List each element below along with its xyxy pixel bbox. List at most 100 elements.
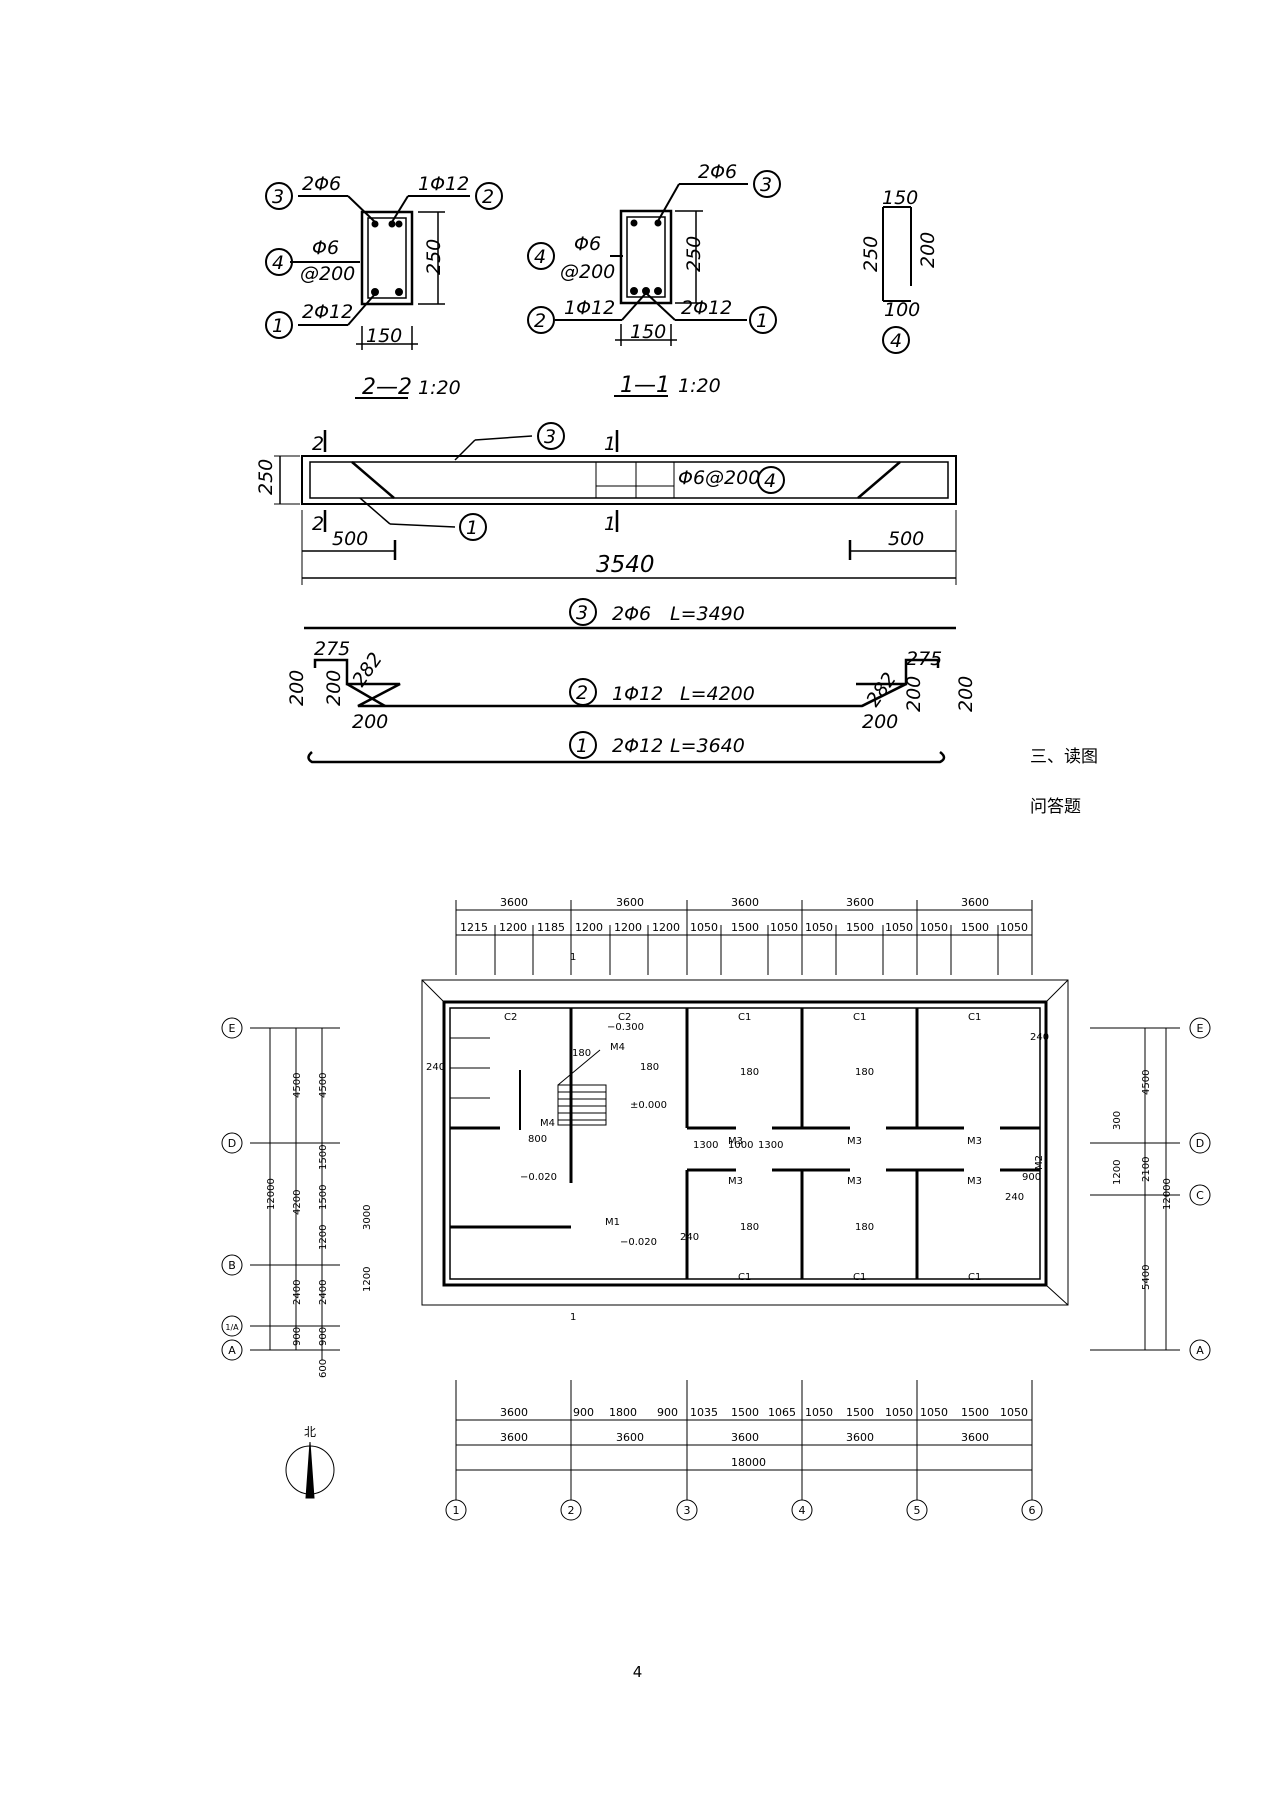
elevation-height: 250: [255, 459, 277, 495]
left-mid-4200: 4200: [292, 1190, 303, 1215]
left-mid-4500: 4500: [292, 1073, 303, 1098]
axis-E-right: E: [1197, 1022, 1204, 1035]
window-c1-4: C1: [738, 1272, 751, 1283]
left-inner-1200: 1200: [318, 1225, 329, 1250]
axis-1A-left: 1/A: [225, 1323, 239, 1332]
axis-A-left: A: [228, 1344, 236, 1357]
s11-callout-4-num: 4: [534, 246, 546, 268]
bottom-detail-6: 1500: [731, 1406, 759, 1419]
left-extra-1200: 1200: [362, 1267, 373, 1292]
stirrup-bottom: 100: [884, 299, 920, 321]
section-mark-bottom: 1: [570, 1312, 576, 1323]
top-dim-3: 3600: [731, 896, 759, 909]
left-inner-2400: 2400: [318, 1280, 329, 1305]
wall-180-6: 180: [640, 1062, 659, 1073]
callout-2-spec: 1Φ12: [418, 173, 469, 195]
dim-1300-a: 1300: [693, 1140, 718, 1151]
top-dim-2: 3600: [616, 896, 644, 909]
left-inner-1500b: 1500: [318, 1185, 329, 1210]
axis-B-left: B: [228, 1259, 236, 1272]
top-detail-10: 1050: [805, 921, 833, 934]
bar-3-length: L=3490: [670, 603, 745, 625]
s11-callout-1-spec: 2Φ12: [681, 297, 732, 319]
dim-1000: 1000: [728, 1140, 753, 1151]
bottom-detail-10: 1050: [885, 1406, 913, 1419]
wall-180-2: 180: [855, 1067, 874, 1078]
top-detail-12: 1050: [885, 921, 913, 934]
beam-reinforcement-drawing: 3 2Φ6 1Φ12 2 4 Φ6 @200 1 2Φ12 250 150 2—…: [255, 161, 977, 764]
left-outer-12000: 12000: [266, 1178, 277, 1210]
top-dim-5: 3600: [961, 896, 989, 909]
top-detail-5: 1200: [614, 921, 642, 934]
bar-2-dim-200-right-bottom: 200: [862, 711, 898, 733]
elevation-stirrup-label: Φ6@200: [678, 467, 760, 489]
elev-minus-300: −0.300: [607, 1022, 644, 1033]
dim-1300-b: 1300: [758, 1140, 783, 1151]
bottom-detail-13: 1050: [1000, 1406, 1028, 1419]
callout-4-spec: Φ6: [312, 237, 339, 259]
top-dim-4: 3600: [846, 896, 874, 909]
bar-2-dim-200-left-inner: 200: [323, 670, 345, 706]
right-small-1200: 1200: [1112, 1160, 1123, 1185]
axis-C-right: C: [1196, 1189, 1204, 1202]
axis-D-right: D: [1196, 1137, 1204, 1150]
section-heading-line1: 三、读图: [1030, 747, 1098, 767]
wall-240-3: 240: [1005, 1192, 1024, 1203]
bottom-detail-9: 1500: [846, 1406, 874, 1419]
door-m3-6: M3: [967, 1176, 982, 1187]
section-11-scale: 1:20: [678, 375, 721, 397]
dim-900: 900: [1022, 1172, 1041, 1183]
s11-callout-4-spec: Φ6: [574, 233, 601, 255]
s11-callout-3-spec: 2Φ6: [698, 161, 737, 183]
top-dim-1: 3600: [500, 896, 528, 909]
bottom-detail-12: 1500: [961, 1406, 989, 1419]
s11-callout-2-num: 2: [534, 310, 546, 332]
section-22-width: 150: [366, 325, 402, 347]
elev-callout-4: 4: [764, 470, 776, 492]
callout-1-spec: 2Φ12: [302, 301, 353, 323]
window-c2-2: C2: [618, 1012, 631, 1023]
callout-3-spec: 2Φ6: [302, 173, 341, 195]
wall-180-5: 180: [572, 1048, 591, 1059]
axis-E-left: E: [229, 1022, 236, 1035]
axis-6: 6: [1029, 1504, 1036, 1517]
door-m3-4: M3: [728, 1176, 743, 1187]
section-heading-line2: 问答题: [1030, 797, 1081, 817]
axis-3: 3: [684, 1504, 691, 1517]
top-detail-14: 1500: [961, 921, 989, 934]
bar-schedule: [304, 598, 956, 764]
floor-plan: 3600 3600 3600 3600 3600 1215 1200 1185 …: [210, 880, 1240, 1640]
section-11-height: 250: [683, 236, 705, 272]
right-4500: 4500: [1141, 1070, 1152, 1095]
section-mark-1-bottom: 1: [604, 513, 616, 535]
bottom-axis-dim-4: 3600: [846, 1431, 874, 1444]
door-m4-1: M4: [610, 1042, 625, 1053]
bar-1-spec: 2Φ12: [612, 735, 663, 757]
bottom-axis-dim-3: 3600: [731, 1431, 759, 1444]
bar-2-dim-200-right-inner: 200: [903, 676, 925, 712]
callout-4-spacing: @200: [300, 263, 355, 285]
door-m3-1: M3: [728, 1136, 743, 1147]
top-detail-3: 1185: [537, 921, 565, 934]
elev-minus-020-b: −0.020: [620, 1237, 657, 1248]
stirrup-detail: [882, 206, 912, 354]
bar-2-dim-200-left-bottom: 200: [352, 711, 388, 733]
elevation-right-bend: 500: [888, 528, 924, 550]
bar-3-spec: 2Φ6: [612, 603, 651, 625]
axis-5: 5: [914, 1504, 921, 1517]
section-mark-top: 1: [570, 952, 576, 963]
top-detail-15: 1050: [1000, 921, 1028, 934]
wall-180-4: 180: [855, 1222, 874, 1233]
callout-3-num: 3: [272, 186, 284, 208]
right-12000: 12000: [1162, 1178, 1173, 1210]
section-2-2: [265, 182, 503, 399]
stirrup-top: 150: [882, 187, 918, 209]
north-label: 北: [304, 1425, 316, 1439]
bar-2-dim-275-left: 275: [314, 638, 350, 660]
s11-callout-1-num: 1: [756, 310, 768, 332]
beam-elevation: [274, 422, 957, 585]
elevation-total-length: 3540: [596, 552, 655, 578]
window-c2-1: C2: [504, 1012, 517, 1023]
stirrup-outer-height: 250: [860, 236, 882, 272]
top-detail-11: 1500: [846, 921, 874, 934]
